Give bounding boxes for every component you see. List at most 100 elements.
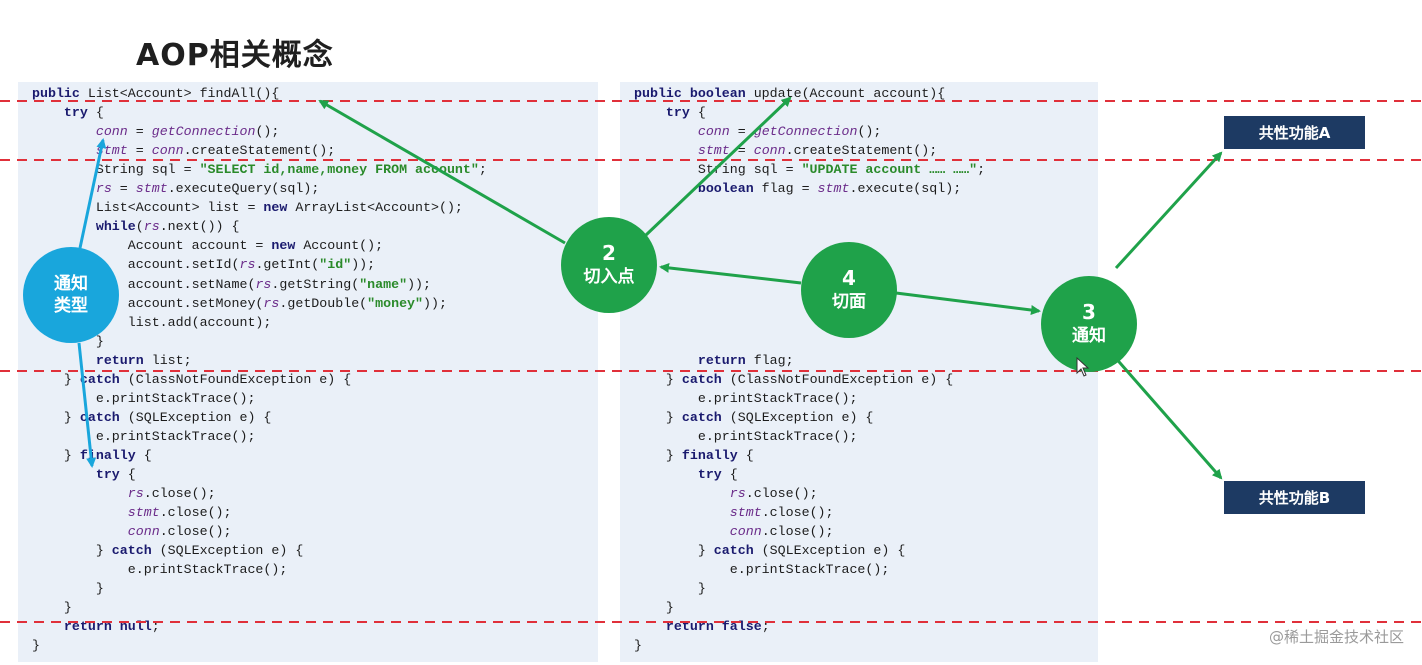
code-token: while bbox=[95, 219, 136, 235]
code-line: stmt.close(); bbox=[634, 503, 834, 522]
code-line: } catch (ClassNotFoundException e) { bbox=[634, 370, 953, 389]
code-line: return list; bbox=[32, 351, 192, 370]
code-token: Account account = bbox=[32, 238, 272, 254]
code-token: .next()) { bbox=[159, 219, 240, 235]
code-token: )); bbox=[351, 257, 376, 273]
common-function-a-box: 共性功能A bbox=[1224, 116, 1365, 149]
code-token: account.setId( bbox=[32, 257, 240, 273]
arrow-aspect-advice bbox=[895, 291, 1041, 315]
code-line: e.printStackTrace(); bbox=[634, 427, 858, 446]
code-token: catch bbox=[79, 409, 120, 425]
code-token: public bbox=[634, 86, 690, 101]
code-line: stmt.close(); bbox=[32, 503, 232, 522]
code-token: null bbox=[119, 619, 152, 635]
code-token: e.printStackTrace(); bbox=[32, 562, 288, 578]
code-token: return bbox=[665, 619, 714, 635]
code-token: stmt bbox=[729, 505, 762, 521]
code-line: conn.close(); bbox=[32, 522, 232, 541]
code-token: )); bbox=[407, 276, 432, 292]
code-token: = bbox=[127, 124, 152, 140]
code-token: try bbox=[63, 105, 88, 121]
code-token: "SELECT id,name,money FROM account" bbox=[199, 162, 479, 178]
code-token: List<Account> list = bbox=[32, 200, 264, 216]
code-token: .close(); bbox=[745, 486, 818, 502]
code-token: (SQLException e) { bbox=[721, 409, 874, 425]
code-token: .close(); bbox=[761, 505, 834, 521]
code-line: } bbox=[634, 579, 706, 598]
common-function-b-box: 共性功能B bbox=[1224, 481, 1365, 514]
code-token: (SQLException e) { bbox=[119, 409, 272, 425]
code-token: List<Account> findAll(){ bbox=[87, 86, 280, 101]
code-token: } bbox=[32, 581, 104, 597]
code-token: .execute(sql); bbox=[849, 181, 962, 197]
code-token: { bbox=[135, 447, 152, 463]
code-token: false bbox=[721, 619, 762, 635]
code-token: e.printStackTrace(); bbox=[634, 562, 890, 578]
code-panel-update: public boolean update(Account account){ … bbox=[620, 82, 1098, 662]
code-token: } bbox=[634, 638, 642, 654]
code-token: stmt bbox=[127, 505, 160, 521]
arrow-pointcut-update bbox=[644, 96, 792, 237]
code-token: stmt bbox=[135, 181, 168, 197]
code-token: .close(); bbox=[159, 505, 232, 521]
code-token: ; bbox=[977, 162, 986, 178]
code-token: } bbox=[32, 600, 72, 616]
code-token: } bbox=[634, 371, 682, 387]
code-token: catch bbox=[713, 543, 754, 559]
code-line: } bbox=[32, 332, 104, 351]
pointcut-label: 切入点 bbox=[583, 267, 635, 287]
code-line: conn = getConnection(); bbox=[634, 122, 882, 141]
code-line: } bbox=[634, 636, 642, 655]
code-token: try bbox=[665, 105, 690, 121]
code-line: try { bbox=[634, 465, 738, 484]
code-token: boolean bbox=[697, 181, 754, 197]
arrow-advice-type-down bbox=[77, 342, 97, 468]
code-token: Account(); bbox=[295, 238, 384, 254]
code-token: getConnection bbox=[151, 124, 256, 140]
arrow-advice-func-b bbox=[1111, 354, 1223, 480]
code-line: try { bbox=[32, 103, 104, 122]
code-line: stmt = conn.createStatement(); bbox=[634, 141, 937, 160]
code-token: = bbox=[111, 181, 136, 197]
advice-circle: 3 通知 bbox=[1041, 276, 1137, 372]
code-token: } bbox=[634, 543, 714, 559]
code-token: } bbox=[32, 543, 112, 559]
watermark: @稀土掘金技术社区 bbox=[1268, 628, 1404, 646]
code-token: { bbox=[87, 105, 104, 121]
code-line: account.setMoney(rs.getDouble("money")); bbox=[32, 294, 447, 313]
code-token: conn bbox=[151, 143, 184, 159]
code-token: rs bbox=[143, 219, 160, 235]
code-line: account.setId(rs.getInt("id")); bbox=[32, 255, 375, 274]
code-token: { bbox=[721, 467, 738, 482]
code-token: { bbox=[689, 105, 706, 121]
code-token: getConnection bbox=[753, 124, 858, 140]
pointcut-number: 2 bbox=[602, 241, 616, 265]
code-line: return flag; bbox=[634, 351, 794, 370]
code-token: conn bbox=[697, 124, 730, 140]
code-line: rs = stmt.executeQuery(sql); bbox=[32, 179, 319, 198]
page-title: AOP相关概念 bbox=[136, 38, 334, 73]
code-token: .close(); bbox=[143, 486, 216, 502]
code-token: } bbox=[634, 581, 706, 597]
code-token: )); bbox=[423, 295, 447, 311]
code-token: { bbox=[737, 447, 754, 463]
code-token: .getDouble( bbox=[279, 295, 368, 311]
code-token: .getInt( bbox=[255, 257, 320, 273]
code-token: "money" bbox=[367, 295, 424, 311]
code-token: list.add(account); bbox=[32, 314, 272, 330]
code-token: .executeQuery(sql); bbox=[167, 181, 320, 197]
arrow-pointcut-findall bbox=[318, 99, 566, 245]
code-token: .close(); bbox=[761, 524, 834, 540]
code-token: rs bbox=[95, 181, 112, 197]
code-token: boolean bbox=[689, 86, 746, 101]
code-token: } bbox=[32, 638, 40, 654]
code-token: new bbox=[271, 238, 296, 254]
code-token: "UPDATE account …… ……" bbox=[801, 162, 978, 178]
code-token: finally bbox=[681, 447, 738, 463]
code-token: } bbox=[634, 409, 682, 425]
code-line: e.printStackTrace(); bbox=[634, 560, 890, 579]
code-line: rs.close(); bbox=[634, 484, 818, 503]
code-line: } catch (SQLException e) { bbox=[32, 541, 303, 560]
code-token: } bbox=[32, 334, 104, 349]
code-line: e.printStackTrace(); bbox=[32, 427, 256, 446]
